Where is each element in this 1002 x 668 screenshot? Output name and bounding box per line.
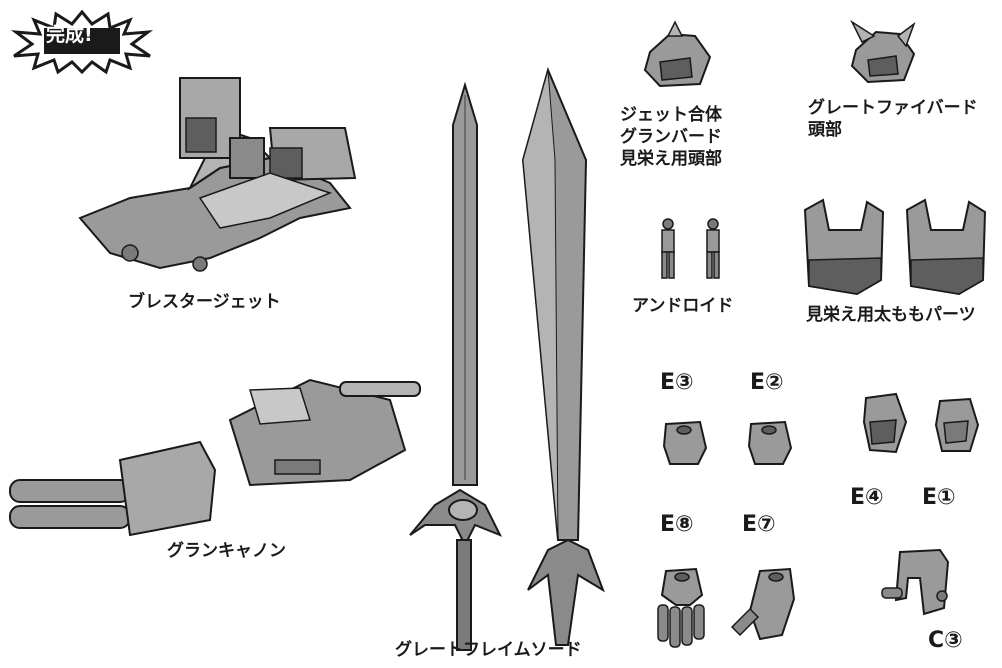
hand-part-e4 xyxy=(862,392,908,454)
part-label-e3: E③ xyxy=(660,370,694,395)
android-caption: アンドロイド xyxy=(632,296,734,316)
thigh-part-right xyxy=(905,198,987,296)
hand-part-e2 xyxy=(747,420,793,465)
gran-cannon-caption: グランキャノン xyxy=(167,541,286,561)
part-label-e2: E② xyxy=(750,370,784,395)
jet-head-caption-line1: ジェット合体 xyxy=(620,105,722,125)
great-flame-sword-caption: グレートフレイムソード xyxy=(395,640,582,660)
gran-cannon-illustration xyxy=(9,378,421,537)
jet-head-caption-line3: 見栄え用頭部 xyxy=(620,149,722,169)
great-fighbird-head-caption-line2: 頭部 xyxy=(808,120,842,140)
part-label-e4: E④ xyxy=(850,485,884,510)
great-fighbird-head-caption-line1: グレートファイバード xyxy=(808,98,978,118)
part-label-e7: E⑦ xyxy=(742,512,776,537)
jet-head-illustration xyxy=(643,20,712,88)
jet-head-caption-line2: グランバード xyxy=(620,127,722,147)
blaster-jet-caption: ブレスタージェット xyxy=(128,292,281,312)
part-label-e1: E① xyxy=(922,485,956,510)
part-label-e8: E⑧ xyxy=(660,512,694,537)
great-flame-sword-illustration xyxy=(409,81,503,651)
completion-badge-text: 完成! xyxy=(46,24,93,46)
hand-part-e7 xyxy=(730,567,796,641)
thigh-part-left xyxy=(803,198,885,296)
part-c3 xyxy=(881,548,950,616)
blaster-jet-illustration xyxy=(78,77,357,272)
great-fighbird-head-illustration xyxy=(850,19,916,84)
android-figure-right xyxy=(706,218,720,279)
hand-part-e8 xyxy=(657,567,705,648)
completion-badge xyxy=(10,9,154,75)
thigh-parts-caption: 見栄え用太ももパーツ xyxy=(806,305,976,325)
android-figure-left xyxy=(661,218,675,279)
hand-part-e1 xyxy=(934,397,980,452)
great-flame-sword-blade-illustration xyxy=(521,66,605,646)
hand-part-e3 xyxy=(662,420,708,465)
part-label-c3: C③ xyxy=(928,628,963,653)
